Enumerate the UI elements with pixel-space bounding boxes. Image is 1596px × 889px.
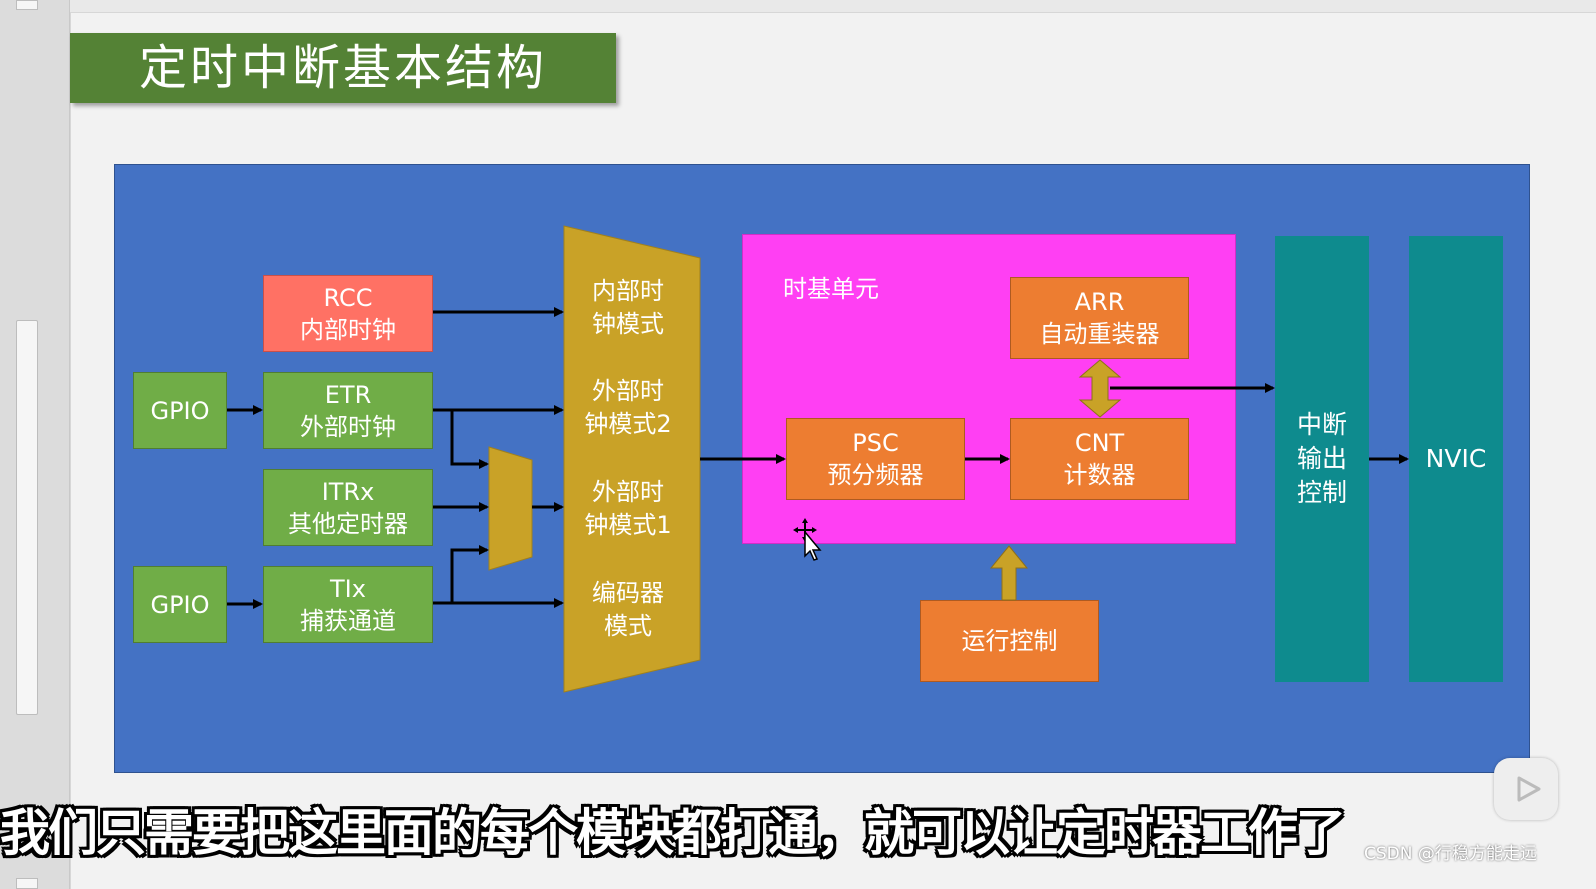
move-cursor-icon	[793, 518, 822, 561]
rcc-internal-clock-block: RCC 内部时钟	[263, 275, 433, 352]
video-play-button[interactable]	[1494, 758, 1558, 820]
tix-capture-channel-block: TIx 捕获通道	[263, 566, 433, 643]
arrow-etr-to-trigger-mux	[450, 410, 489, 469]
timebase-unit-label: 时基单元	[783, 275, 879, 303]
nvic-block: NVIC	[1409, 236, 1503, 682]
interrupt-output-control-block: 中断 输出 控制	[1275, 236, 1369, 682]
psc-prescaler-block: PSC 预分频器	[786, 418, 965, 500]
mode-encoder: 编码器 模式	[592, 579, 664, 640]
run-control-up-arrow	[989, 545, 1029, 601]
mode-internal-clock: 内部时 钟模式	[592, 277, 664, 338]
mode-external-clock-1: 外部时 钟模式1	[584, 478, 672, 539]
trigger-mux	[488, 446, 533, 571]
vertical-scrollbar-thumb[interactable]	[16, 320, 38, 715]
etr-external-clock-block: ETR 外部时钟	[263, 372, 433, 449]
play-icon	[1517, 776, 1541, 802]
mode-external-clock-2: 外部时 钟模式2	[584, 377, 672, 438]
scrollbar-top-handle[interactable]	[16, 0, 38, 10]
gpio-bottom-block: GPIO	[133, 566, 227, 643]
arrow-tix-to-trigger-mux	[450, 545, 489, 603]
clock-mode-mux	[563, 225, 701, 693]
run-control-block: 运行控制	[920, 600, 1099, 682]
itrx-other-timer-block: ITRx 其他定时器	[263, 469, 433, 546]
arr-cnt-double-arrow	[1078, 359, 1122, 418]
video-subtitle: 我们只需要把这里面的每个模块都打通，就可以让定时器工作了	[0, 804, 1346, 862]
title-banner	[70, 33, 616, 103]
csdn-watermark: CSDN @行稳方能走远	[1364, 844, 1537, 864]
slide-title: 定时中断基本结构	[138, 40, 547, 96]
gpio-top-block: GPIO	[133, 372, 227, 449]
arr-auto-reload-block: ARR 自动重装器	[1010, 277, 1189, 359]
cnt-counter-block: CNT 计数器	[1010, 418, 1189, 500]
